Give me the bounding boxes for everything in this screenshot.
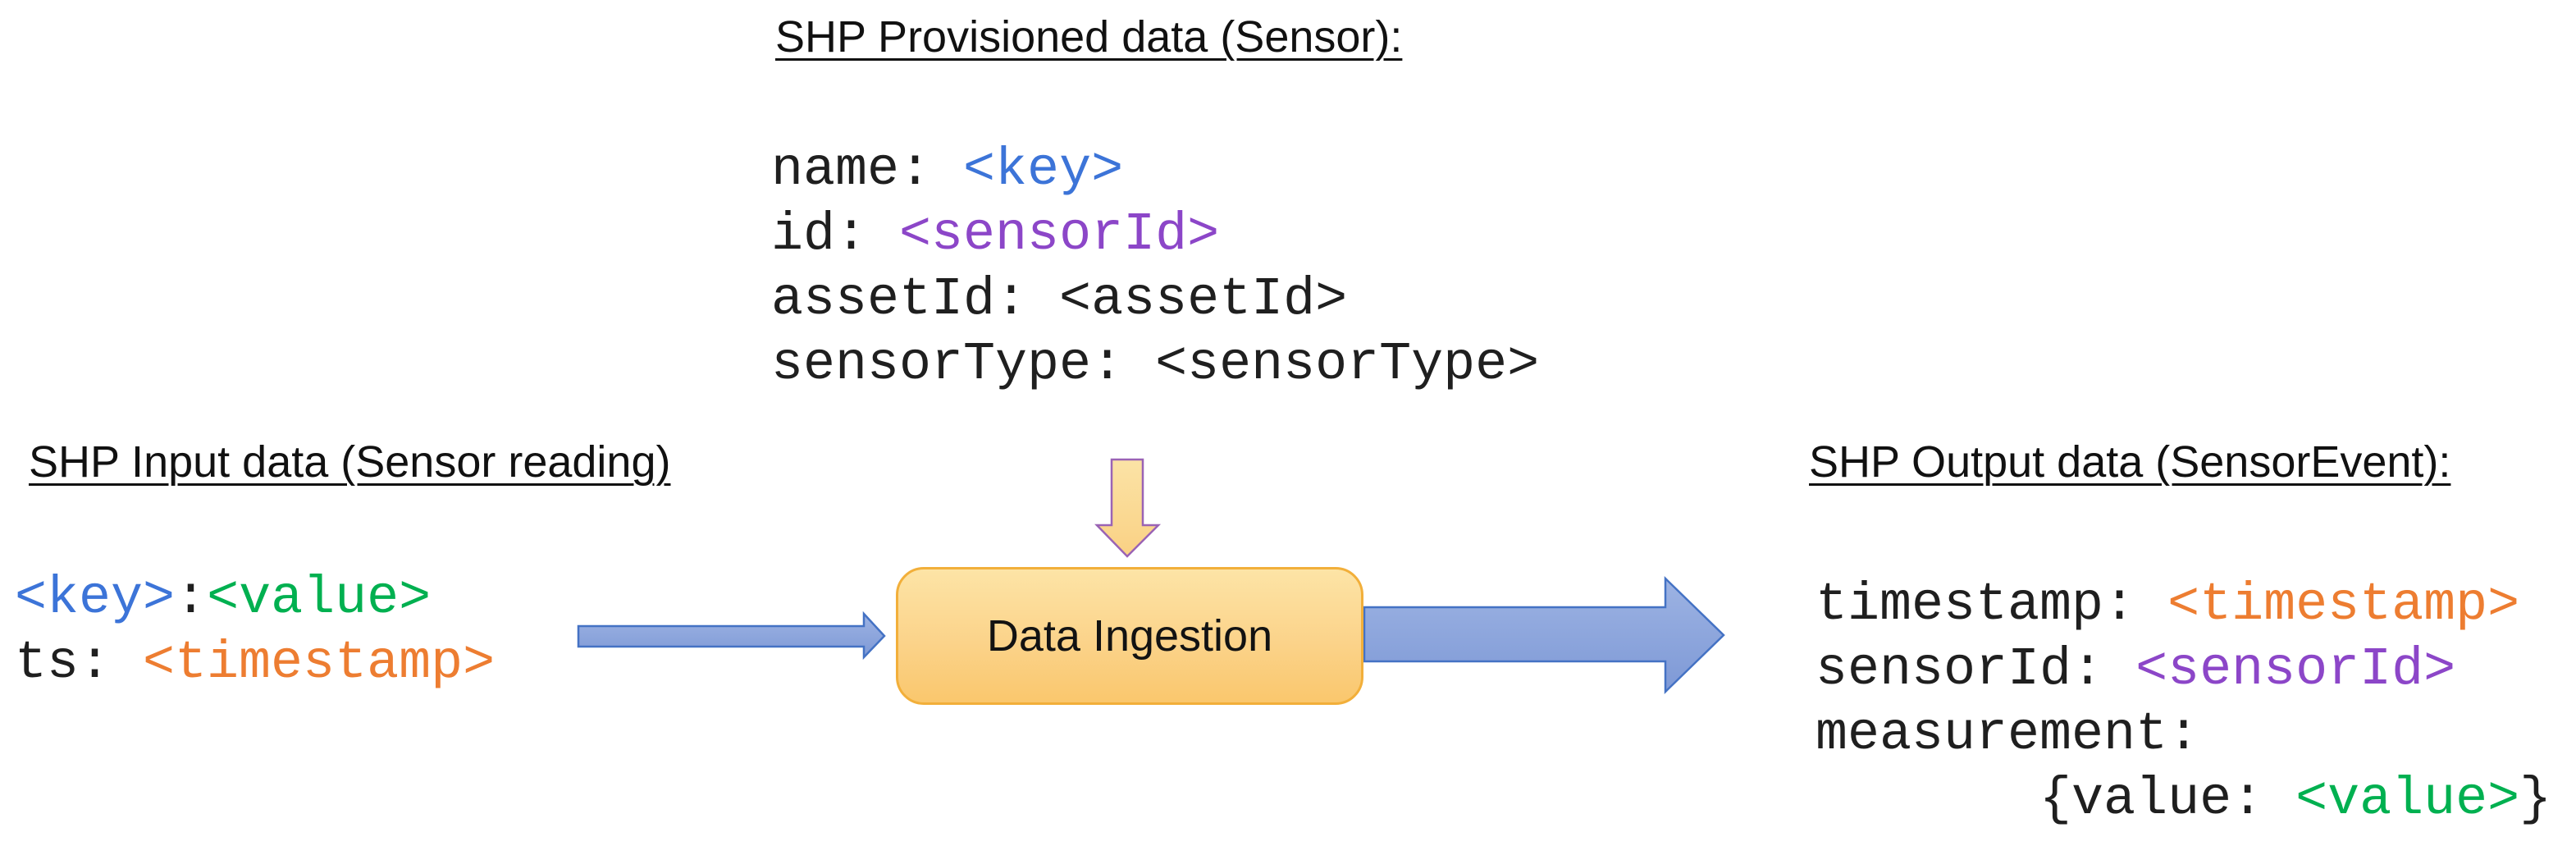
code-token: sensorId: bbox=[1816, 639, 2136, 700]
code-token: <sensorId> bbox=[2135, 639, 2456, 700]
code-line: ts: <timestamp> bbox=[15, 631, 495, 696]
code-token: <timestamp> bbox=[2167, 574, 2520, 635]
code-token: <key> bbox=[15, 568, 176, 629]
input-to-ingestion-arrow-icon bbox=[577, 610, 886, 661]
data-ingestion-box: Data Ingestion bbox=[896, 567, 1363, 705]
code-token: measurement: bbox=[1816, 704, 2200, 765]
code-token: assetId: <assetId> bbox=[771, 269, 1348, 330]
code-token: : bbox=[175, 568, 208, 629]
provisioned-panel-title: SHP Provisioned data (Sensor): bbox=[775, 12, 1403, 62]
code-token: <sensorId> bbox=[899, 204, 1220, 265]
ingestion-to-output-arrow-icon bbox=[1363, 576, 1725, 694]
code-token: <key> bbox=[963, 139, 1124, 200]
code-line: sensorType: <sensorType> bbox=[771, 332, 1539, 397]
code-line: measurement: bbox=[1816, 702, 2551, 767]
code-line: <key>:<value> bbox=[15, 566, 495, 631]
code-line: id: <sensorId> bbox=[771, 203, 1539, 268]
code-line: sensorId: <sensorId> bbox=[1816, 638, 2551, 702]
output-code-block: timestamp: <timestamp>sensorId: <sensorI… bbox=[1816, 573, 2551, 832]
data-ingestion-label: Data Ingestion bbox=[986, 611, 1273, 661]
code-token: sensorType: <sensorType> bbox=[771, 334, 1540, 395]
output-panel-title: SHP Output data (SensorEvent): bbox=[1809, 437, 2451, 487]
code-token: <timestamp> bbox=[143, 633, 496, 693]
code-token: name: bbox=[771, 139, 964, 200]
input-panel-title: SHP Input data (Sensor reading) bbox=[29, 437, 671, 487]
provisioned-to-ingestion-arrow-icon bbox=[1094, 458, 1162, 558]
code-token: } bbox=[2519, 769, 2552, 830]
code-token: id: bbox=[771, 204, 900, 265]
code-line: assetId: <assetId> bbox=[771, 268, 1539, 332]
code-token: timestamp: bbox=[1816, 574, 2168, 635]
code-token: ts: bbox=[15, 633, 144, 693]
code-token: <value> bbox=[2295, 769, 2520, 830]
input-code-block: <key>:<value>ts: <timestamp> bbox=[15, 566, 495, 696]
code-token: <value> bbox=[207, 568, 432, 629]
provisioned-code-block: name: <key>id: <sensorId>assetId: <asset… bbox=[771, 138, 1539, 397]
code-token: {value: bbox=[1816, 769, 2296, 830]
code-line: timestamp: <timestamp> bbox=[1816, 573, 2551, 638]
code-line: {value: <value>} bbox=[1816, 767, 2551, 832]
code-line: name: <key> bbox=[771, 138, 1539, 203]
